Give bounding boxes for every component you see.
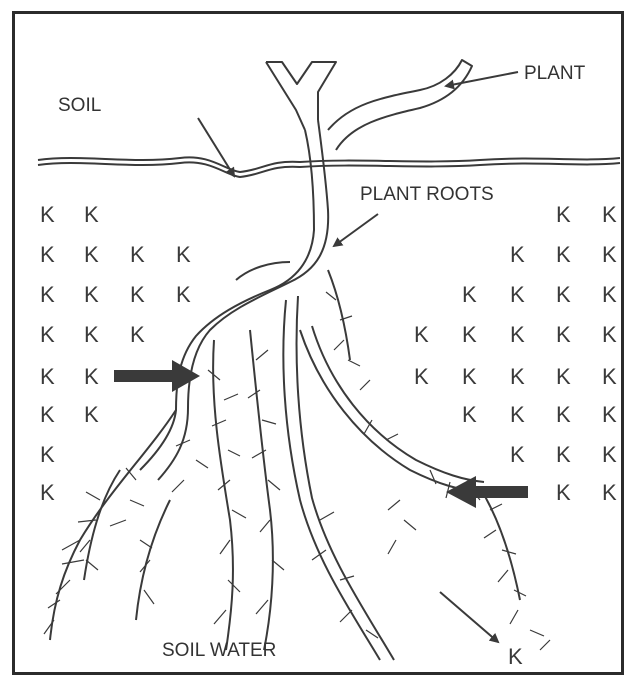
potassium-k-marker: K [84, 322, 99, 347]
potassium-k-marker: K [510, 242, 525, 267]
potassium-k-marker: K [510, 322, 525, 347]
soil-water-label: SOIL WATER [162, 640, 276, 661]
potassium-k-marker: K [602, 282, 617, 307]
potassium-k-marker: K [556, 364, 571, 389]
potassium-k-marker: K [510, 442, 525, 467]
potassium-k-marker: K [40, 282, 55, 307]
plant-pointer-arrow [446, 72, 518, 86]
potassium-k-marker: K [130, 282, 145, 307]
potassium-k-marker: K [176, 282, 191, 307]
potassium-k-marker: K [602, 322, 617, 347]
left-uptake-arrow [114, 360, 200, 392]
potassium-k-marker: K [414, 322, 429, 347]
potassium-k-marker: K [602, 480, 617, 505]
potassium-k-marker: K [40, 442, 55, 467]
potassium-k-marker: K [84, 202, 99, 227]
potassium-k-marker: K [508, 644, 523, 669]
plant-roots-pointer-arrow [334, 214, 378, 246]
potassium-k-marker: K [40, 364, 55, 389]
potassium-k-marker: K [602, 402, 617, 427]
potassium-k-marker: K [84, 282, 99, 307]
soil-surface-line [38, 157, 620, 177]
potassium-k-marker: K [556, 282, 571, 307]
potassium-k-marker: K [84, 364, 99, 389]
potassium-k-marker: K [556, 322, 571, 347]
potassium-k-marker: K [602, 364, 617, 389]
plant-roots-label: PLANT ROOTS [360, 184, 494, 205]
potassium-k-marker: K [84, 402, 99, 427]
potassium-k-marker: K [462, 322, 477, 347]
potassium-k-marker: K [40, 242, 55, 267]
potassium-k-marker: K [176, 242, 191, 267]
potassium-k-marker: K [556, 480, 571, 505]
potassium-k-marker: K [40, 202, 55, 227]
potassium-k-marker: K [556, 202, 571, 227]
right-uptake-arrow [446, 476, 528, 508]
potassium-k-marker: K [602, 442, 617, 467]
potassium-k-marker: K [40, 322, 55, 347]
potassium-k-marker: K [130, 322, 145, 347]
potassium-k-marker: K [462, 364, 477, 389]
potassium-k-marker: K [602, 242, 617, 267]
potassium-k-marker: K [510, 402, 525, 427]
potassium-k-marker: K [556, 242, 571, 267]
potassium-k-marker: K [556, 442, 571, 467]
potassium-k-marker: K [602, 202, 617, 227]
k-pointer-arrow [440, 592, 498, 642]
soil-label: SOIL [58, 95, 101, 116]
plant-label: PLANT [524, 63, 586, 84]
potassium-k-marker: K [40, 480, 55, 505]
potassium-k-marker: K [84, 242, 99, 267]
pointer-arrows [198, 72, 518, 642]
potassium-k-marker: K [510, 364, 525, 389]
potassium-k-marker: K [130, 242, 145, 267]
potassium-k-marker: K [462, 402, 477, 427]
potassium-k-marker: K [510, 282, 525, 307]
plant-stem [140, 60, 472, 480]
potassium-k-marker: K [462, 282, 477, 307]
potassium-k-marker: K [414, 364, 429, 389]
potassium-k-marker: K [556, 402, 571, 427]
potassium-k-marker: K [40, 402, 55, 427]
